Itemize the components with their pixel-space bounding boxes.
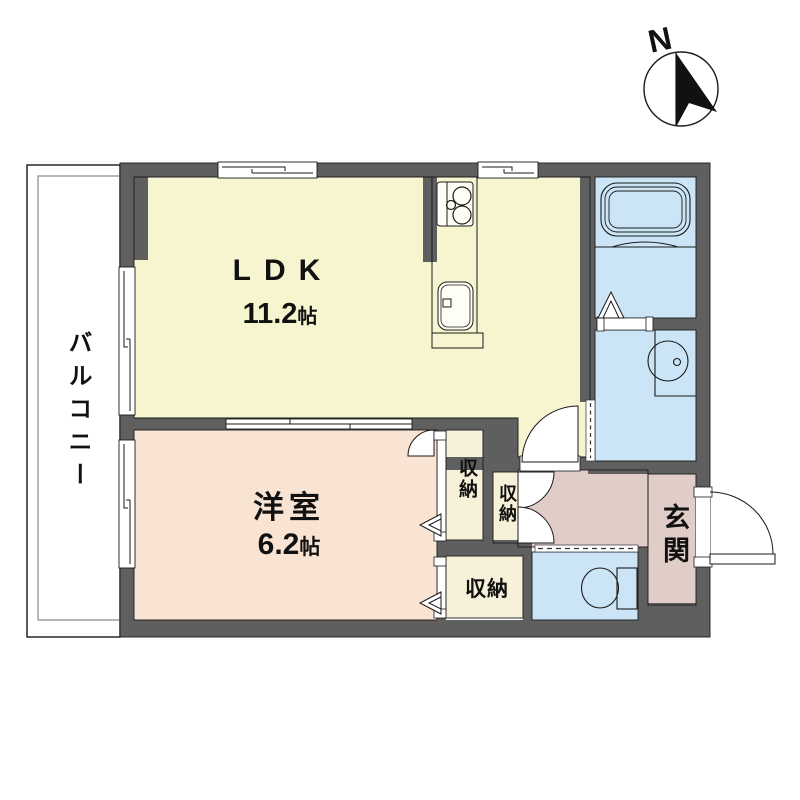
entrance-label: 玄関 — [659, 503, 689, 569]
kitchen-sink-icon — [437, 281, 474, 331]
closet-1-label: 収納 — [456, 458, 477, 500]
doors — [418, 290, 776, 619]
room-closet-1 — [446, 430, 483, 540]
door-closet-2-double — [517, 471, 555, 544]
wall-segment — [580, 177, 595, 402]
room-closet-2 — [493, 472, 518, 543]
windows — [118, 161, 539, 569]
wall-segment — [423, 177, 437, 262]
bathtub-icon — [595, 182, 696, 248]
western-room-size: 6.2帖 — [214, 528, 364, 562]
outline-closet-3 — [445, 555, 524, 619]
balcony-outline — [26, 164, 121, 638]
wall-segment — [638, 547, 648, 620]
balcony-label: バルコニー — [64, 330, 91, 495]
wall-segment — [134, 177, 148, 260]
door-closet-1-bifold — [418, 430, 447, 542]
fixtures — [431, 176, 696, 610]
wall-segment — [523, 547, 532, 620]
window-ldk-balcony — [118, 266, 136, 416]
wall-segment — [483, 430, 493, 543]
room-entrance — [648, 474, 696, 605]
western-room-size-value: 6.2 — [257, 528, 300, 561]
door-closet-3-bifold — [418, 556, 447, 619]
room-toilet — [532, 552, 638, 620]
window-western-balcony — [118, 439, 136, 569]
wall-segment — [437, 540, 532, 556]
compass-circle — [643, 51, 719, 127]
door-washroom-sliding — [585, 399, 596, 462]
door-toilet-sliding — [534, 544, 639, 553]
door-ldk-hall — [519, 405, 581, 472]
kitchen-counter — [431, 176, 484, 349]
door-bathroom — [596, 290, 654, 332]
wall-segment — [120, 418, 226, 430]
closet-3-label: 収納 — [465, 578, 509, 601]
compass: N — [643, 20, 719, 127]
wall-segment — [120, 163, 710, 177]
washbasin-icon — [647, 330, 696, 397]
ldk-size-value: 11.2 — [242, 298, 298, 330]
ldk-size: 11.2帖 — [195, 298, 365, 331]
compass-north-label: N — [645, 20, 675, 60]
room-closet-3 — [446, 556, 523, 618]
outline-closet-1 — [445, 429, 484, 541]
room-ldk — [134, 177, 590, 457]
ldk-size-unit: 帖 — [297, 306, 318, 328]
western-room-size-unit: 帖 — [299, 536, 321, 559]
closet-2-label: 収納 — [497, 484, 517, 524]
outline-ldk — [133, 176, 591, 458]
partition-end-door — [407, 429, 435, 457]
western-room-label: 洋室 — [253, 490, 325, 525]
wall-segment — [648, 603, 696, 623]
door-entrance — [693, 486, 776, 568]
wall-segment — [412, 418, 518, 430]
balcony — [26, 164, 121, 638]
window-kitchen-top — [477, 161, 539, 179]
wall-segment — [588, 461, 696, 474]
wall-segment — [493, 430, 518, 472]
room-western — [134, 430, 437, 620]
balcony-railing-line — [37, 175, 120, 621]
ldk-label: LDK — [232, 254, 334, 287]
stove-icon — [436, 181, 474, 227]
north-arrow-icon — [676, 53, 717, 127]
window-ldk-top — [217, 161, 318, 179]
wall-segment — [120, 620, 710, 637]
sliding-partition — [225, 418, 435, 457]
toilet-icon — [580, 567, 638, 610]
